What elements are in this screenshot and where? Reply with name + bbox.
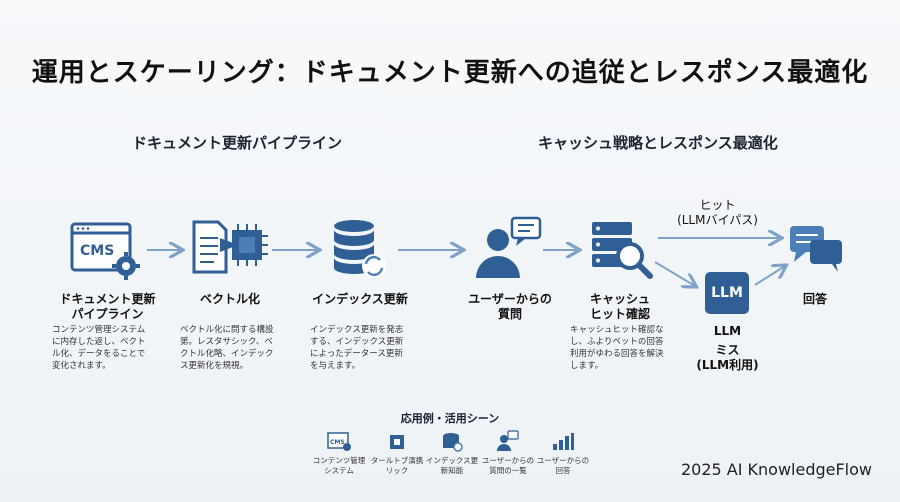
desc-cache: キャッシュヒット確認な し、ふよりベットの回答 利用がゆわる回答を解決 します。 [570,324,690,372]
node-label-answer: 回答 [802,292,827,306]
desc-vector-2: 第。レスタサシック、ベ [180,337,273,347]
database-icon [334,220,386,278]
llm-label-line2: ミス [715,343,740,357]
desc-cms-1: コンテンツ管理システム [52,325,146,335]
desc-cache-4: します。 [570,361,604,371]
usecase-user-question-icon [497,430,519,451]
node-label-llm: LLM ミス (LLM利用) [680,324,775,373]
usecase-1-line1: タールトブ演携 [370,456,424,465]
node-label-vector: ベクトル化 [199,292,260,306]
usecase-0-line1: コンテンツ管理 [312,456,366,465]
arrow-llm-to-answer [754,266,785,286]
question-label-line2: 質問 [497,307,522,321]
usecase-4-line1: ユーザーからの [536,456,590,465]
usecase-3-line1: ユーザーからの [481,456,535,465]
credit-text: 2025 AI KnowledgeFlow [680,460,872,479]
cache-search-icon [592,222,653,279]
usecase-2-line2: 新知能 [440,466,464,475]
cms-label-line2: パイプライン [71,307,144,321]
hit-label: ヒット (LLMバイパス) [660,198,775,228]
llm-label-line3: (LLM利用) [696,358,759,372]
answer-chat-icon [790,226,842,272]
usecase-label-chip: タールトブ演携 リック [366,456,428,476]
desc-cms-4: 変化されます。 [52,361,111,371]
usecase-cms-icon: CMS [327,432,351,451]
section-title-pipeline: ドキュメント更新パイプライン [132,134,343,152]
section-title-cache: キャッシュ戦略とレスポンス最適化 [538,134,778,152]
cache-label-line1: キャッシュ [589,292,650,306]
desc-vector-4: ス更新化を規視。 [180,361,249,371]
desc-index-3: によったデータース更新 [310,349,403,359]
desc-cache-2: し、ふよりベットの回答 [570,337,664,347]
desc-cache-1: キャッシュヒット確認な [570,325,664,335]
desc-vector-3: クトル化略、インデック [180,349,274,359]
page-title: 運用とスケーリング：ドキュメント更新への追従とレスポンス最適化 [31,58,869,88]
usecase-4-line2: 回答 [555,466,571,475]
usecase-label-question: ユーザーからの 質問の一覧 [477,456,539,476]
desc-vector-1: ベクトル化に問する構設 [180,325,274,335]
usecase-chip-icon [390,435,404,449]
usecase-0-line2: システム [324,466,354,475]
usecase-3-line2: 質問の一覧 [489,466,527,475]
usecases-heading: 応用例・活用シーン [400,412,500,425]
usecase-label-answer: ユーザーからの 回答 [532,456,594,476]
question-label-line1: ユーザーからの [468,292,552,306]
usecase-database-icon [443,433,463,452]
llm-label-line1: LLM [713,324,742,338]
cms-label-line1: ドキュメント更新 [59,292,156,306]
usecase-cms-icon-text: CMS [330,439,345,446]
cache-label-line2: ヒット確認 [589,307,650,321]
desc-cms: コンテンツ管理システム に内存した返し、ベクト ル化、データをることで 変化され… [52,324,172,372]
desc-index-4: を与えます。 [310,361,361,371]
desc-index-1: インデックス更新を発志 [310,325,404,335]
cms-icon: CMS [70,222,140,280]
usecase-bar-chart-icon [553,433,574,450]
node-label-index: インデックス更新 [312,292,408,306]
vectorize-icon [192,220,268,274]
desc-cms-2: に内存した返し、ベクト [52,337,146,347]
hit-label-line1: ヒット [699,198,736,212]
usecase-1-line2: リック [385,466,409,475]
usecase-label-index: インデックス更 新知能 [421,456,483,476]
desc-cache-3: 利用がゆわる回答を解決 [570,349,664,359]
desc-vector: ベクトル化に問する構設 第。レスタサシック、ベ クトル化略、インデック ス更新化… [180,324,300,372]
llm-icon: LLM [705,272,749,314]
node-label-cms: ドキュメント更新 パイプライン [40,292,175,322]
desc-index: インデックス更新を発志 する、インデックス更新 によったデータース更新 を与えま… [310,324,430,372]
cms-icon-text: CMS [80,243,114,259]
node-label-cache: キャッシュ ヒット確認 [565,292,675,322]
usecase-label-cms: コンテンツ管理 システム [308,456,370,476]
user-question-icon [476,216,542,278]
desc-cms-3: ル化、データをることで [52,349,146,359]
arrow-cache-miss-to-llm [654,261,695,286]
desc-index-2: する、インデックス更新 [310,337,404,347]
usecase-2-line1: インデックス更 [425,456,479,465]
node-label-question: ユーザーからの 質問 [450,292,570,322]
hit-label-line2: (LLMバイパス) [677,213,758,227]
